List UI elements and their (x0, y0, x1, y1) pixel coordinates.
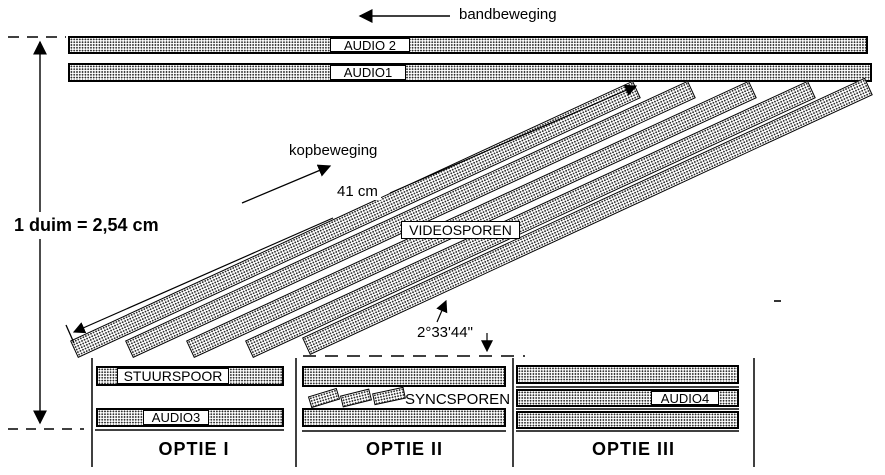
optie3-upper-track (516, 365, 739, 384)
head-movement-arrow (241, 164, 332, 204)
control-track-label: STUURSPOOR (117, 368, 229, 384)
video-tracks-label: VIDEOSPOREN (401, 221, 520, 239)
optie3-caption: OPTIE III (591, 439, 675, 459)
sync-track-chip-2 (339, 388, 373, 408)
optie2-lower-track (302, 408, 506, 427)
track-angle-text: 2°33'44" (414, 325, 476, 341)
scale-note-text: 1 duim = 2,54 cm (10, 212, 163, 239)
sync-tracks-text: SYNCSPOREN (405, 391, 511, 408)
sync-track-chip-1 (307, 387, 341, 409)
optie2-caption: OPTIE II (365, 439, 443, 459)
optie2-upper-track (302, 366, 506, 387)
audio2-track (68, 36, 868, 54)
head-movement-text: kopbeweging (289, 142, 378, 159)
optie1-caption: OPTIE I (158, 439, 230, 459)
angle-arrow-to-stripe (436, 299, 448, 323)
video-track-stripe-2 (125, 80, 696, 358)
track-length-text: 41 cm (334, 184, 381, 200)
video-track-stripe-3 (186, 80, 757, 358)
band-movement-text: bandbeweging (459, 6, 557, 23)
audio1-track (68, 63, 872, 82)
audio2-label: AUDIO 2 (330, 38, 410, 52)
audio3-label: AUDIO3 (143, 410, 209, 425)
sync-track-chip-3 (372, 386, 406, 406)
audio4-label: AUDIO4 (651, 391, 719, 405)
optie3-lower-track (516, 411, 739, 429)
audio1-label: AUDIO1 (330, 65, 406, 80)
